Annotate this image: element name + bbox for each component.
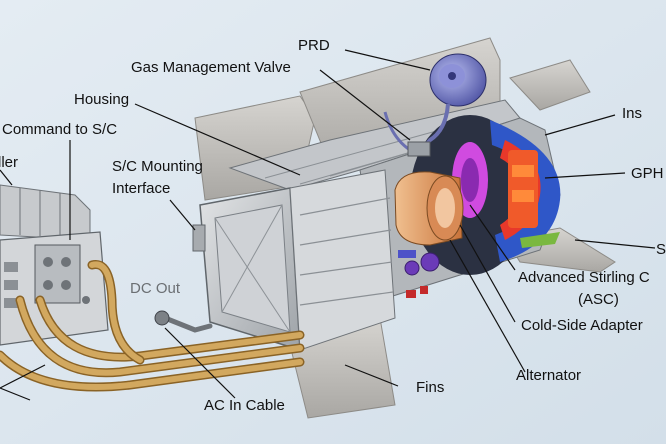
label-fins: Fins bbox=[416, 379, 444, 396]
housing-front-panel bbox=[214, 204, 291, 333]
cutaway-group bbox=[394, 115, 561, 298]
purple-wheel-2 bbox=[404, 260, 420, 276]
prd-center bbox=[448, 72, 456, 80]
leader-asc bbox=[469, 204, 516, 271]
label-cold-side-adapter: Cold-Side Adapter bbox=[521, 317, 643, 334]
purple-wheel-1 bbox=[420, 252, 440, 272]
red-part-2 bbox=[420, 286, 428, 294]
connector-2 bbox=[61, 257, 71, 267]
housing-rib-4 bbox=[299, 291, 394, 306]
mounting-tab bbox=[192, 224, 206, 252]
labels-group: PRD Gas Management Valve Housing Command… bbox=[0, 37, 666, 414]
label-housing: Housing bbox=[74, 91, 129, 108]
housing-rib-1 bbox=[299, 197, 391, 216]
gphs-slot-1 bbox=[512, 165, 534, 177]
fin-right-upper bbox=[509, 59, 591, 111]
leader-cables-left-1 bbox=[0, 364, 46, 389]
housing-side-face bbox=[289, 169, 396, 351]
leader-lines bbox=[0, 49, 656, 401]
controller-port-2 bbox=[4, 280, 18, 290]
prd-tube bbox=[418, 103, 450, 154]
housing-rib-2 bbox=[299, 229, 392, 246]
cable-3 bbox=[89, 261, 143, 363]
red-part-1 bbox=[406, 290, 416, 298]
blue-fitting bbox=[398, 250, 416, 258]
controller-back bbox=[0, 184, 91, 241]
leader-gas-valve bbox=[319, 69, 411, 141]
label-s: S bbox=[656, 241, 666, 258]
label-dc-out: DC Out bbox=[130, 280, 181, 297]
label-alternator: Alternator bbox=[516, 367, 581, 384]
dc-out-cable bbox=[162, 315, 213, 333]
alternator-core bbox=[435, 188, 455, 228]
leader-prd bbox=[344, 49, 431, 71]
housing-top-rib-1 bbox=[264, 129, 441, 179]
leader-housing bbox=[134, 103, 301, 176]
gas-valve-body bbox=[407, 141, 431, 157]
leader-controller bbox=[0, 169, 13, 186]
label-sc-mounting-line2: Interface bbox=[112, 180, 170, 197]
valve-tube bbox=[383, 111, 411, 152]
label-insulation: Ins bbox=[622, 105, 642, 122]
housing-front-diagonal-b bbox=[221, 204, 283, 313]
dc-out-plug bbox=[154, 310, 170, 326]
housing-rib-3 bbox=[299, 261, 393, 276]
label-prd: PRD bbox=[298, 37, 330, 54]
cables-group bbox=[0, 259, 305, 392]
leader-alternator bbox=[449, 239, 526, 373]
leader-fins bbox=[344, 364, 399, 387]
leader-insulation bbox=[544, 114, 616, 136]
leader-ac-in bbox=[164, 327, 236, 399]
cable-4 bbox=[0, 352, 303, 390]
gphs-slot-2 bbox=[512, 190, 534, 202]
label-controller: ller bbox=[0, 154, 18, 171]
connector-5 bbox=[82, 296, 90, 304]
prd-group bbox=[383, 53, 487, 157]
leader-gphs bbox=[544, 172, 626, 179]
green-part bbox=[520, 232, 560, 248]
housing-front-diagonal-a bbox=[214, 217, 291, 333]
magenta-core bbox=[461, 158, 479, 202]
insulation-blue bbox=[490, 120, 561, 262]
leader-cables-left-2 bbox=[0, 387, 31, 401]
label-advanced-stirling-line1: Advanced Stirling C bbox=[518, 269, 650, 286]
controller-connector-plate bbox=[34, 244, 81, 304]
gphs-block bbox=[508, 150, 538, 228]
leader-cold-side bbox=[459, 224, 516, 323]
connector-1 bbox=[43, 257, 53, 267]
connector-4 bbox=[61, 280, 71, 290]
cable-1 bbox=[17, 297, 303, 376]
label-ac-in-cable: AC In Cable bbox=[204, 397, 285, 414]
label-sc-mounting-line1: S/C Mounting bbox=[112, 158, 203, 175]
label-gas-management-valve: Gas Management Valve bbox=[131, 59, 291, 76]
label-command-to-sc: Command to S/C bbox=[2, 121, 117, 138]
leader-s bbox=[574, 239, 656, 249]
leader-sc-mounting bbox=[169, 199, 196, 231]
connector-3 bbox=[43, 280, 53, 290]
label-advanced-stirling-line2: (ASC) bbox=[578, 291, 619, 308]
controller-port-1 bbox=[4, 262, 18, 272]
label-gphs: GPH bbox=[631, 165, 664, 182]
controller-port-3 bbox=[4, 298, 18, 308]
